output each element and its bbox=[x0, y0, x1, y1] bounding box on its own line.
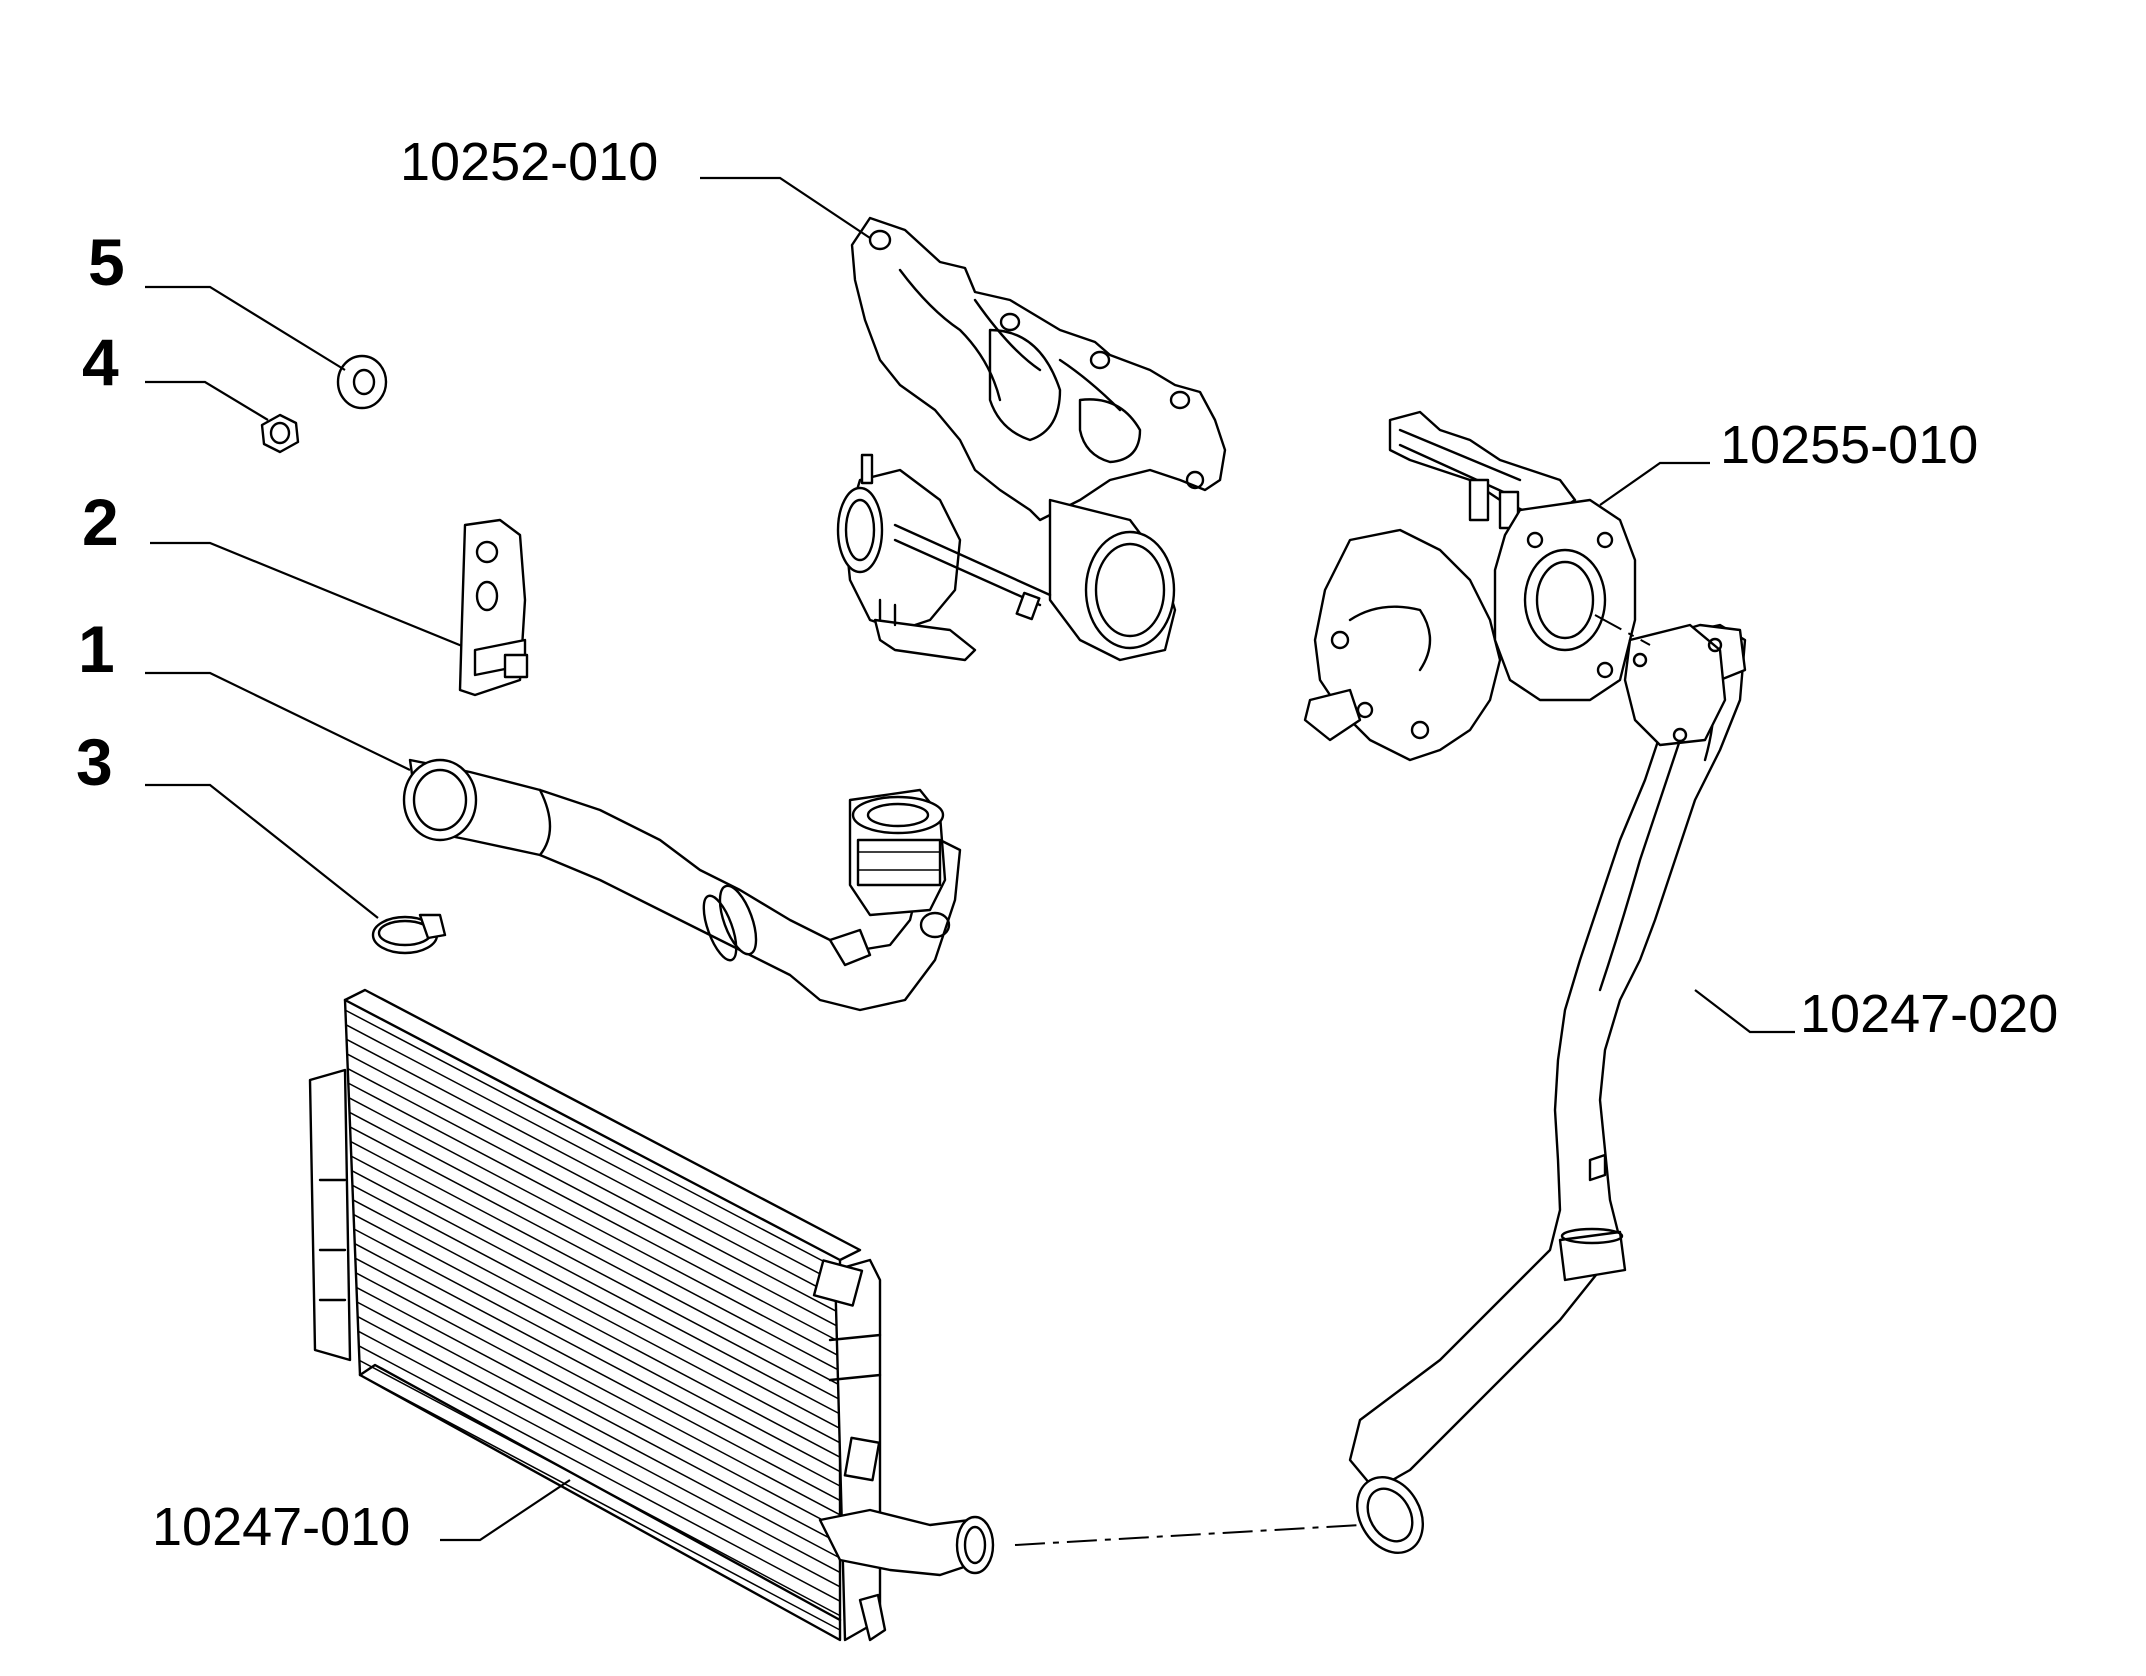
fin-line bbox=[356, 1286, 841, 1545]
fin-line bbox=[347, 1082, 841, 1343]
fin-line bbox=[358, 1345, 841, 1602]
fin-line bbox=[353, 1213, 841, 1473]
fin-line bbox=[353, 1228, 841, 1487]
exhaust-manifold bbox=[836, 216, 1227, 662]
fin-line bbox=[355, 1272, 841, 1530]
intercooler-fins bbox=[344, 1009, 841, 1631]
fin-line bbox=[359, 1359, 841, 1617]
leader-10255-010 bbox=[1599, 461, 1710, 506]
fin-line bbox=[345, 1038, 841, 1300]
leader-4 bbox=[145, 380, 269, 421]
callout-5: 5 bbox=[88, 225, 125, 299]
leader-2 bbox=[150, 541, 463, 648]
leader-5 bbox=[145, 285, 346, 371]
centerline-lower bbox=[1014, 1524, 1361, 1546]
leader-10247-020 bbox=[1694, 989, 1795, 1034]
fin-line bbox=[346, 1053, 841, 1314]
callout-10255-010: 10255-010 bbox=[1720, 415, 1978, 475]
callout-2: 2 bbox=[82, 485, 119, 559]
fin-line bbox=[354, 1257, 841, 1516]
fin-line bbox=[349, 1126, 841, 1386]
hose-part-1 bbox=[402, 758, 962, 1012]
fin-line bbox=[351, 1169, 841, 1430]
fin-line bbox=[351, 1184, 841, 1444]
washer-part-5 bbox=[336, 354, 388, 410]
fin-line bbox=[357, 1315, 841, 1574]
right-charge-pipe bbox=[1348, 623, 1747, 1554]
fin-line bbox=[352, 1199, 841, 1458]
intercooler-core bbox=[308, 988, 995, 1642]
callout-10252-010: 10252-010 bbox=[400, 132, 658, 192]
leader-10252-010 bbox=[700, 176, 871, 239]
leader-1 bbox=[145, 671, 411, 771]
fin-line bbox=[348, 1096, 841, 1358]
callout-3: 3 bbox=[76, 725, 113, 799]
leader-10247-010 bbox=[440, 1479, 571, 1542]
fin-line bbox=[356, 1301, 841, 1559]
fin-line bbox=[359, 1374, 841, 1631]
fin-line bbox=[350, 1140, 841, 1401]
turbo-flange-housing bbox=[1303, 410, 1637, 762]
fin-line bbox=[350, 1155, 841, 1415]
callout-10247-010: 10247-010 bbox=[152, 1497, 410, 1557]
fin-line bbox=[344, 1009, 841, 1271]
fin-line bbox=[354, 1242, 841, 1502]
centerline-upper bbox=[1594, 614, 1651, 646]
fin-line bbox=[357, 1330, 841, 1588]
fin-line bbox=[347, 1067, 841, 1329]
fin-line bbox=[345, 1023, 841, 1286]
clamp-part-3 bbox=[371, 913, 447, 955]
callout-4: 4 bbox=[82, 325, 119, 399]
nut-part-4 bbox=[260, 413, 300, 454]
leader-3 bbox=[145, 783, 379, 919]
callout-10247-020: 10247-020 bbox=[1800, 984, 2058, 1044]
fin-line bbox=[348, 1111, 841, 1372]
callout-1: 1 bbox=[78, 612, 115, 686]
bracket-part-2 bbox=[458, 518, 529, 697]
